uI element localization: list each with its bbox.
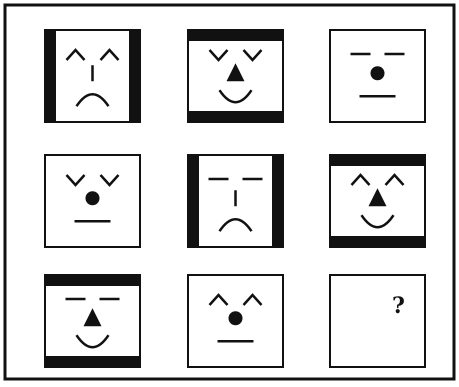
top-bar <box>45 275 140 286</box>
nose-dot-icon <box>229 311 243 325</box>
left-bar <box>45 30 56 122</box>
bottom-bar <box>330 236 425 247</box>
cells-grid: ? <box>45 30 425 367</box>
face-cell-6 <box>330 155 425 247</box>
face-cell-7 <box>45 275 140 367</box>
right-bar <box>272 155 283 247</box>
face-cell-8 <box>188 275 283 367</box>
question-mark: ? <box>392 293 405 319</box>
bottom-bar <box>45 356 140 367</box>
face-cell-3 <box>330 30 425 122</box>
right-bar <box>129 30 140 122</box>
top-bar <box>330 155 425 166</box>
face-cell-9: ? <box>330 275 425 367</box>
face-cell-2 <box>188 30 283 122</box>
left-bar <box>188 155 199 247</box>
cell-border <box>330 275 425 367</box>
nose-dot-icon <box>86 191 100 205</box>
top-bar <box>188 30 283 41</box>
face-cell-4 <box>45 155 140 247</box>
face-cell-5 <box>188 155 283 247</box>
face-cell-1 <box>45 30 140 122</box>
nose-dot-icon <box>371 66 385 80</box>
bottom-bar <box>188 111 283 122</box>
